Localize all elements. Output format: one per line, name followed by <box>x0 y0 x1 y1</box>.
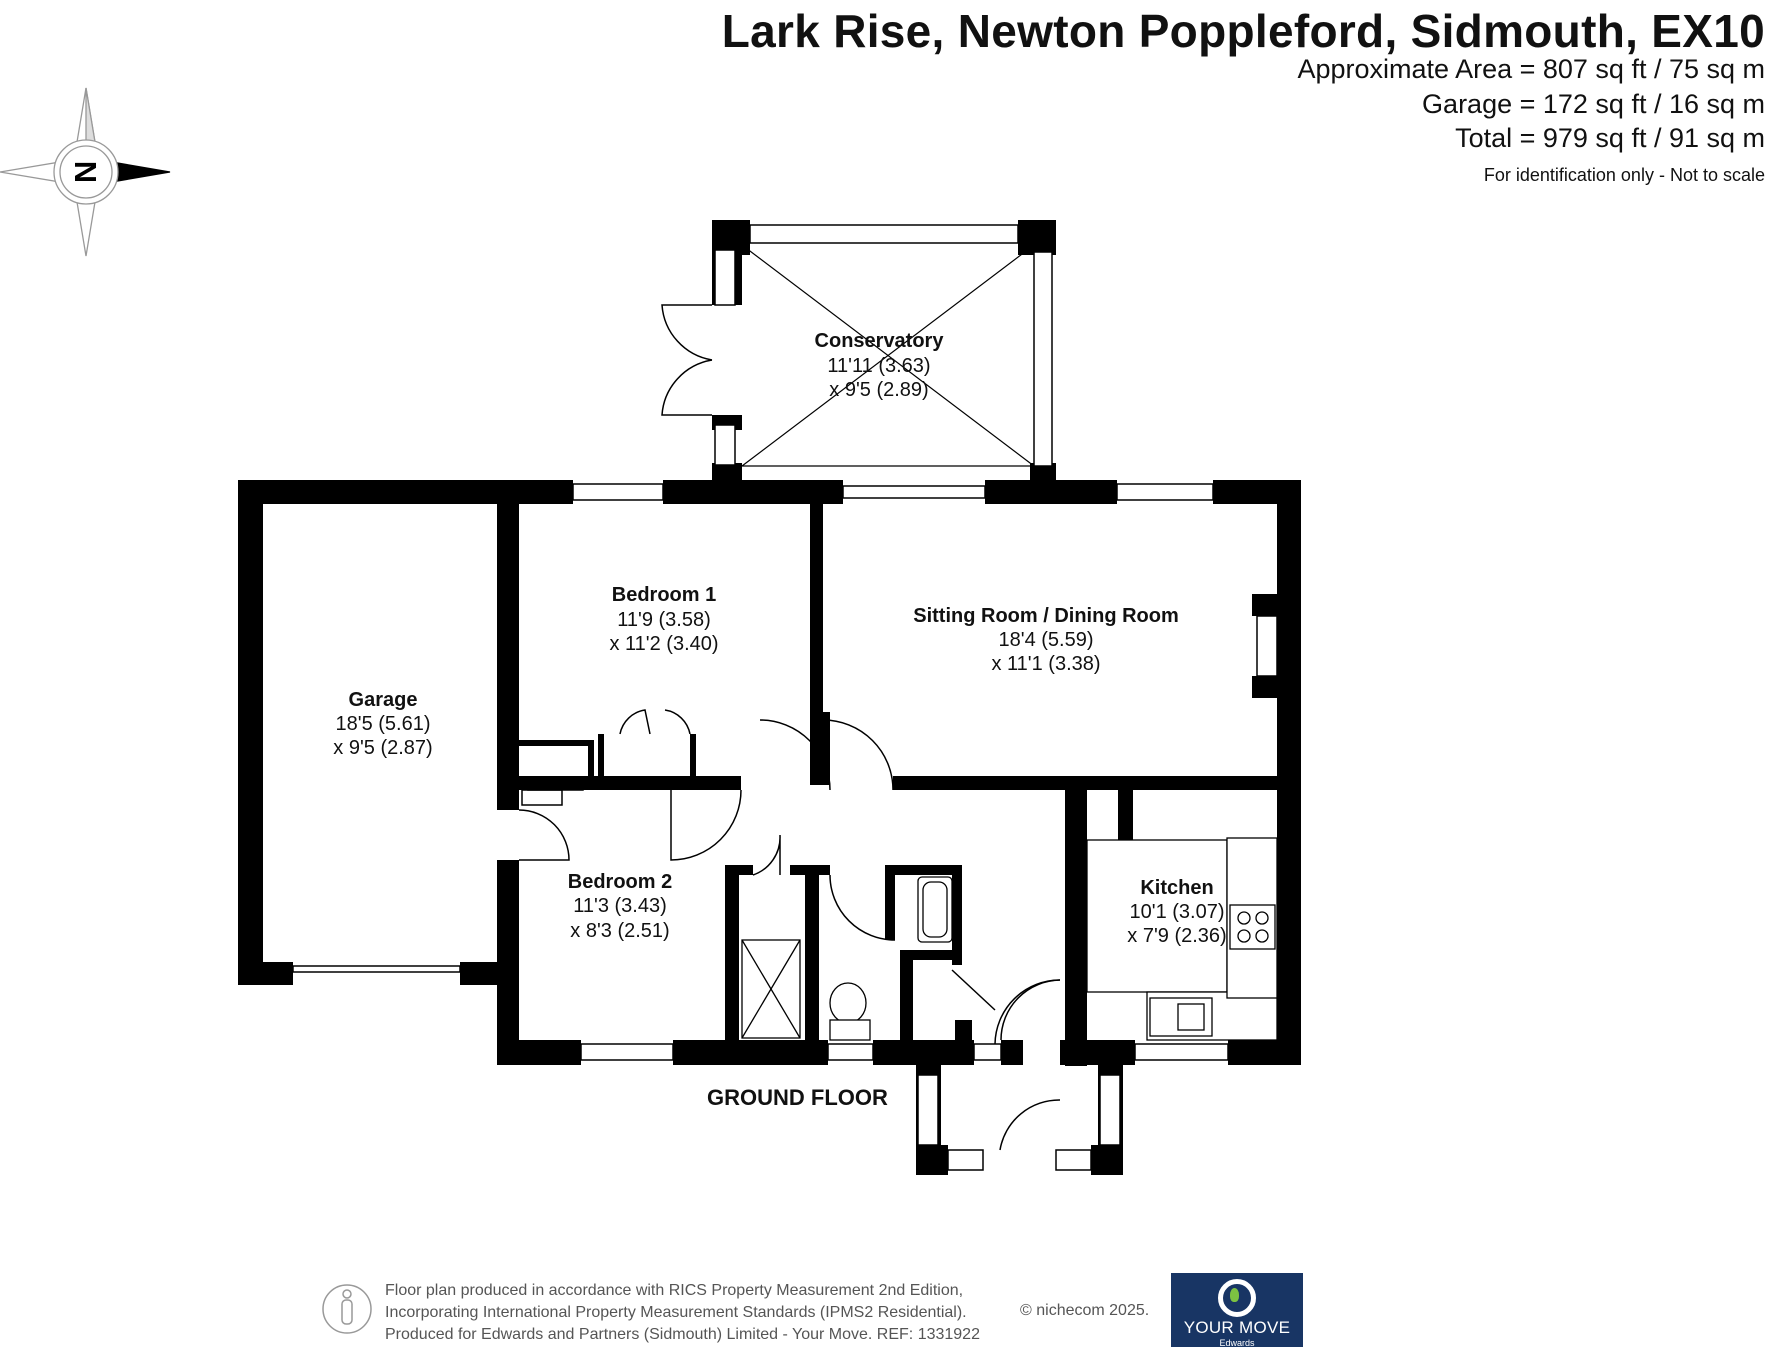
sitting-dim2: x 11'1 (3.38) <box>991 653 1100 675</box>
footer-line-1: Floor plan produced in accordance with R… <box>385 1282 964 1299</box>
floor-label: GROUND FLOOR <box>707 1085 888 1110</box>
bedroom2-name: Bedroom 2 <box>568 871 672 893</box>
walls <box>238 220 1301 1175</box>
fixtures <box>741 837 1278 1041</box>
your-move-logo: YOUR MOVE Edwards <box>1171 1273 1303 1348</box>
footer-line-3: Produced for Edwards and Partners (Sidmo… <box>385 1326 980 1343</box>
garage-name: Garage <box>349 689 418 711</box>
room-labels: Conservatory 11'11 (3.63) x 9'5 (2.89) B… <box>333 330 1226 947</box>
conservatory-dim2: x 9'5 (2.89) <box>829 379 928 401</box>
garage-dim1: 18'5 (5.61) <box>336 713 431 735</box>
bedroom1-dim1: 11'9 (3.58) <box>617 609 711 631</box>
conservatory-dim1: 11'11 (3.63) <box>827 355 930 377</box>
scale-note: For identification only - Not to scale <box>1483 165 1765 185</box>
conservatory-name: Conservatory <box>815 330 945 352</box>
property-title: Lark Rise, Newton Poppleford, Sidmouth, … <box>721 5 1765 57</box>
garage-area: Garage = 172 sq ft / 16 sq m <box>1422 89 1765 119</box>
bedroom2-dim2: x 8'3 (2.51) <box>570 920 669 942</box>
kitchen-dim2: x 7'9 (2.36) <box>1127 925 1226 947</box>
footer-disclaimer: Floor plan produced in accordance with R… <box>385 1280 980 1346</box>
kitchen-name: Kitchen <box>1140 877 1213 899</box>
compass-letter: N <box>68 161 103 183</box>
footer-line-2: Incorporating International Property Mea… <box>385 1304 967 1321</box>
logo-ring-icon <box>1218 1279 1256 1317</box>
total-area: Total = 979 sq ft / 91 sq m <box>1455 123 1765 153</box>
kitchen-dim1: 10'1 (3.07) <box>1130 901 1225 923</box>
hob <box>1229 904 1276 950</box>
conservatory-glazing <box>741 244 1035 467</box>
person-icon <box>322 1284 372 1334</box>
bedroom2-dim1: 11'3 (3.43) <box>573 895 667 917</box>
logo-name: YOUR MOVE <box>1183 1318 1291 1337</box>
sitting-dim1: 18'4 (5.59) <box>999 629 1094 651</box>
windows <box>292 224 1278 1171</box>
bedroom1-dim2: x 11'2 (3.40) <box>609 633 718 655</box>
toilet <box>829 982 867 1024</box>
bedroom1-name: Bedroom 1 <box>612 584 716 606</box>
kitchen-worktop <box>1086 839 1228 993</box>
garage-dim2: x 9'5 (2.87) <box>333 737 432 759</box>
compass-icon: N <box>0 87 171 257</box>
approximate-area: Approximate Area = 807 sq ft / 75 sq m <box>1297 54 1765 84</box>
logo-sub: Edwards <box>1219 1338 1255 1348</box>
copyright: © nichecom 2025. <box>1020 1302 1150 1319</box>
sitting-name: Sitting Room / Dining Room <box>913 605 1179 627</box>
